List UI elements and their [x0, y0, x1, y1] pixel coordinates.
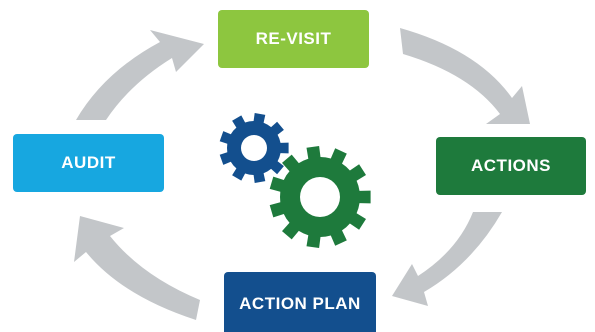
stage-actions-box: ACTIONS: [436, 137, 586, 195]
stage-revisit-box: RE-VISIT: [218, 10, 369, 68]
stage-action-plan-box: ACTION PLAN: [224, 272, 376, 332]
arrow-actions-to-plan: [392, 212, 502, 306]
large-gear-icon: [269, 146, 371, 248]
small-gear-icon: [219, 113, 289, 183]
arrows: [74, 28, 530, 320]
arrow-plan-to-audit: [74, 216, 200, 320]
arrow-revisit-to-actions: [400, 28, 530, 124]
arrow-audit-to-revisit: [76, 30, 204, 120]
stage-audit-box: AUDIT: [13, 134, 164, 192]
